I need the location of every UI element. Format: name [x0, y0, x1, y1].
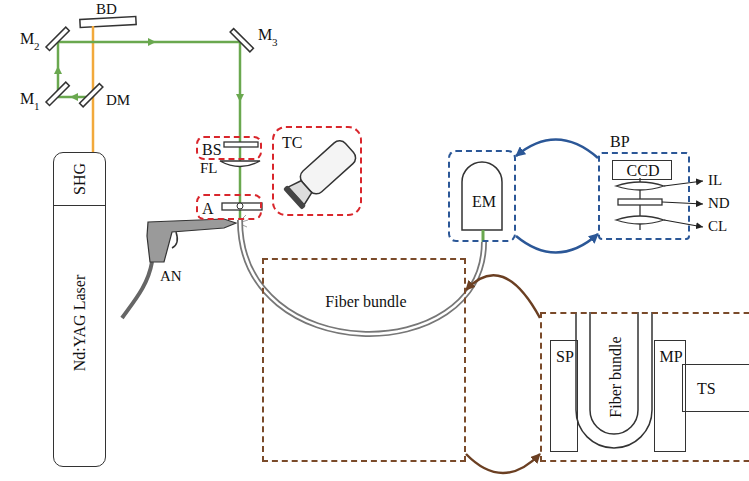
- part-label: ND: [708, 195, 730, 212]
- part-label: 2: [34, 40, 40, 52]
- fiber-bundle-box: Fiber bundle: [262, 258, 466, 462]
- node-label: BP: [610, 133, 630, 151]
- node-label: SP: [556, 348, 574, 366]
- ccd-box: CCD: [612, 160, 672, 180]
- attenuator-wheel: [237, 203, 243, 209]
- fiber-cable-core: [240, 220, 484, 334]
- part-label: M: [20, 90, 34, 108]
- node-label: SHG: [71, 163, 89, 195]
- node-label: BS: [202, 141, 222, 159]
- part-label: FL: [200, 160, 218, 177]
- mirrors: [46, 27, 253, 107]
- emission-collector: [462, 162, 502, 230]
- section-divider: [54, 205, 105, 206]
- node-label: Fiber bundle: [607, 336, 625, 417]
- attenuator-plate: [222, 203, 262, 210]
- part-label: AN: [160, 268, 182, 285]
- node-label: A: [202, 200, 214, 218]
- bp-optics: [616, 178, 664, 230]
- part-label: M: [258, 26, 272, 44]
- emission-box: EM: [448, 150, 516, 242]
- part-label: M: [20, 30, 34, 48]
- node-label: TS: [697, 380, 716, 398]
- cycle-arrow: [516, 139, 598, 158]
- beam-splitter-plate: [224, 142, 258, 147]
- part-label: 3: [272, 36, 278, 48]
- cycle-arrow: [466, 454, 540, 473]
- attenuator-box: A: [196, 194, 262, 220]
- beam-dump: [80, 17, 136, 28]
- laser-box: SHG Nd:YAG Laser: [53, 152, 106, 467]
- node-label: MP: [659, 348, 682, 366]
- part-label: CL: [708, 218, 727, 235]
- stage-box: Fiber bundle SP MP TS: [540, 312, 749, 462]
- cycle-arrow: [516, 234, 598, 253]
- node-label: Fiber bundle: [325, 293, 406, 311]
- node-label: EM: [472, 193, 496, 211]
- translation-stage-box: TS: [682, 364, 749, 412]
- stage-part-box: SP: [550, 340, 578, 452]
- node-label: Nd:YAG Laser: [71, 275, 89, 371]
- thermal-camera-box: TC: [272, 126, 362, 216]
- cycle-arrow: [466, 275, 540, 318]
- beam-profiler-box: BPCCD: [598, 152, 690, 240]
- beam-splitter-box: BS: [196, 136, 262, 160]
- part-label: DM: [106, 92, 130, 109]
- node-label: CCD: [627, 162, 660, 180]
- part-label: 1: [34, 100, 40, 112]
- u-fiber-bundle: [576, 312, 652, 448]
- part-label: IL: [708, 172, 722, 189]
- node-label: TC: [282, 134, 302, 152]
- part-label: BD: [96, 1, 117, 18]
- air-gun: [122, 215, 248, 318]
- leader-arrows: [662, 181, 703, 227]
- focusing-lens: [220, 161, 260, 167]
- beam-arrowheads: [54, 38, 244, 102]
- fiber-cable: [240, 220, 484, 334]
